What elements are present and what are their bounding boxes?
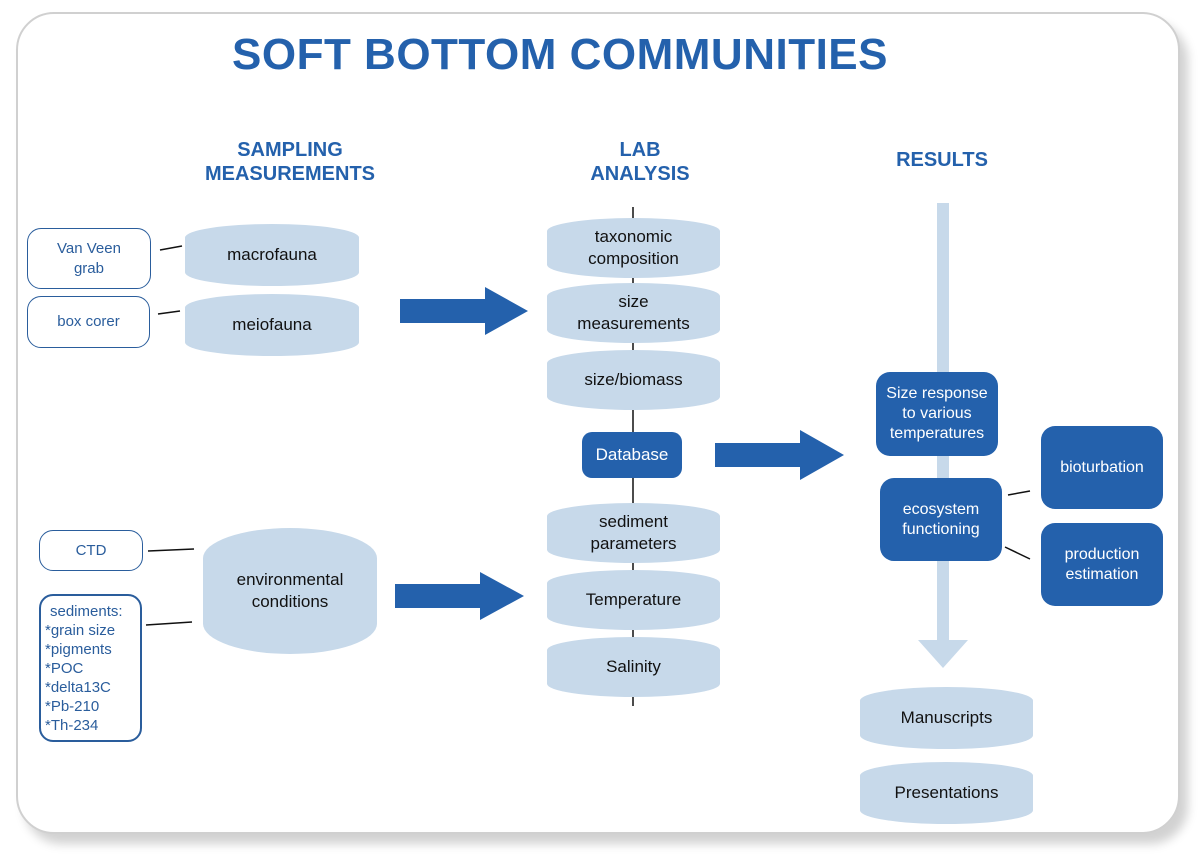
sediments-item: *Pb-210 <box>45 697 100 715</box>
size-measurements-line1: size <box>618 292 649 311</box>
connector-vanveen-macrofauna <box>159 245 183 251</box>
sediments-item: *delta13C <box>45 678 111 696</box>
connector-ecosystem-production <box>1004 546 1031 560</box>
cylinder-taxonomic-composition: taxonomic composition <box>547 218 720 278</box>
gear-van-veen-line1: Van Veen <box>57 239 121 257</box>
cylinder-manuscripts: Manuscripts <box>860 687 1033 749</box>
box-bioturbation: bioturbation <box>1041 426 1163 509</box>
size-measurements-line2: measurements <box>577 314 690 333</box>
ecosystem-line1: ecosystem <box>902 500 980 518</box>
sediments-item: *grain size <box>45 621 116 639</box>
ecosystem-line2: functioning <box>902 520 980 538</box>
heading-results: RESULTS <box>896 149 988 171</box>
cylinder-size-biomass: size/biomass <box>547 350 720 410</box>
cylinder-salinity: Salinity <box>547 637 720 697</box>
box-ecosystem-functioning: ecosystem functioning <box>880 478 1002 561</box>
size-response-line3: temperatures <box>889 425 985 442</box>
cylinder-environmental-conditions: environmental conditions <box>203 528 377 654</box>
size-response-line2: to various <box>902 405 972 422</box>
sediments-item: *pigments <box>45 640 112 658</box>
box-size-response: Size response to various temperatures <box>876 372 998 456</box>
connector-ctd-env <box>147 548 195 552</box>
box-production-estimation: production estimation <box>1041 523 1163 606</box>
cylinder-presentations: Presentations <box>860 762 1033 824</box>
arrow-lab-to-results <box>715 430 844 480</box>
sediment-parameters-line2: parameters <box>590 534 677 553</box>
heading-lab: LAB ANALYSIS <box>540 138 740 186</box>
arrow-sampling-to-lab-upper <box>400 287 528 335</box>
gear-van-veen-line2: grab <box>73 259 104 277</box>
results-flow-arrowhead <box>918 640 968 668</box>
gear-ctd: CTD <box>39 530 143 571</box>
size-response-line1: Size response <box>886 385 988 402</box>
cylinder-sediment-parameters: sediment parameters <box>547 503 720 563</box>
heading-sampling-line1: SAMPLING <box>237 139 343 161</box>
sediment-parameters-line1: sediment <box>599 512 668 531</box>
connector-boxcorer-meiofauna <box>157 310 181 315</box>
cylinder-macrofauna: macrofauna <box>185 224 359 286</box>
heading-lab-line1: LAB <box>619 139 661 161</box>
sediments-list: sediments: *grain size *pigments *POC *d… <box>41 602 123 735</box>
cylinder-temperature: Temperature <box>547 570 720 630</box>
heading-sampling: SAMPLING MEASUREMENTS <box>170 138 410 186</box>
diagram-title: SOFT BOTTOM COMMUNITIES <box>232 30 888 79</box>
taxonomic-line1: taxonomic <box>594 227 673 246</box>
env-line1: environmental <box>236 570 344 589</box>
sediments-item: *Th-234 <box>45 716 99 734</box>
sediments-title: sediments: <box>50 602 123 620</box>
arrow-sampling-to-lab-lower <box>395 572 524 620</box>
gear-box-corer: box corer <box>27 296 150 348</box>
connector-sediments-env <box>145 621 193 626</box>
production-line2: estimation <box>1065 565 1139 583</box>
database-box: Database <box>582 432 682 478</box>
gear-sediments: sediments: *grain size *pigments *POC *d… <box>39 594 142 742</box>
cylinder-size-measurements: size measurements <box>547 283 720 343</box>
sediments-item: *POC <box>45 659 84 677</box>
cylinder-meiofauna: meiofauna <box>185 294 359 356</box>
connector-ecosystem-bioturbation <box>1007 490 1031 496</box>
taxonomic-line2: composition <box>588 249 679 268</box>
env-line2: conditions <box>251 592 329 611</box>
heading-sampling-line2: MEASUREMENTS <box>204 163 375 185</box>
heading-lab-line2: ANALYSIS <box>590 163 690 185</box>
production-line1: production <box>1064 545 1140 563</box>
gear-van-veen-grab: Van Veen grab <box>27 228 151 289</box>
